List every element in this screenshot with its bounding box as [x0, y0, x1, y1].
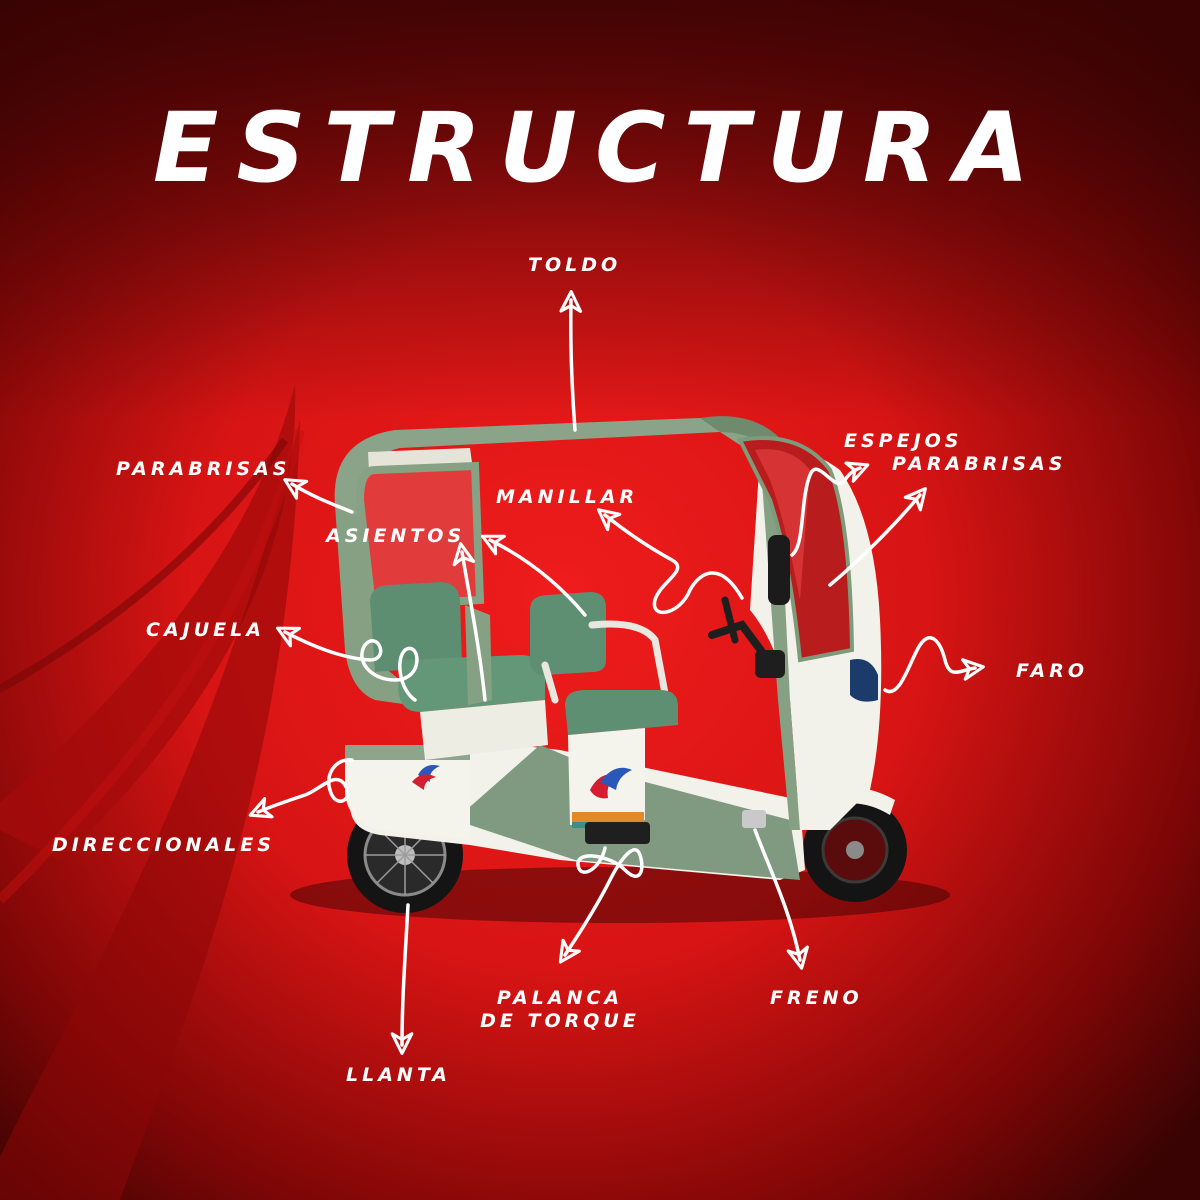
label-llanta: LLANTA	[346, 1064, 452, 1086]
decorative-curve	[0, 420, 300, 1200]
label-espejos-line1: ESPEJOS	[844, 430, 963, 452]
decorative-curve	[0, 428, 305, 904]
label-direccionales: DIRECCIONALES	[52, 834, 275, 856]
label-freno: FRENO	[770, 987, 863, 1009]
label-espejos-line2: PARABRISAS	[892, 453, 1067, 475]
label-asientos: ASIENTOS	[326, 525, 466, 547]
decorative-curve	[0, 437, 289, 694]
label-parabrisas-left: PARABRISAS	[116, 458, 291, 480]
page-title: ESTRUCTURA	[152, 92, 1048, 204]
label-toldo: TOLDO	[528, 254, 622, 276]
label-cajuela: CAJUELA	[146, 619, 265, 641]
label-espejos-parabrisas: ESPEJOS PARABRISAS	[844, 430, 1066, 476]
label-manillar: MANILLAR	[496, 486, 639, 508]
label-faro: FARO	[1016, 660, 1089, 682]
label-palanca-de-torque: PALANCA DE TORQUE	[470, 987, 650, 1033]
label-palanca-line1: PALANCA	[496, 987, 624, 1009]
annotation-arrows	[248, 290, 985, 1055]
decorative-curve	[0, 385, 296, 860]
label-palanca-line2: DE TORQUE	[480, 1010, 640, 1032]
